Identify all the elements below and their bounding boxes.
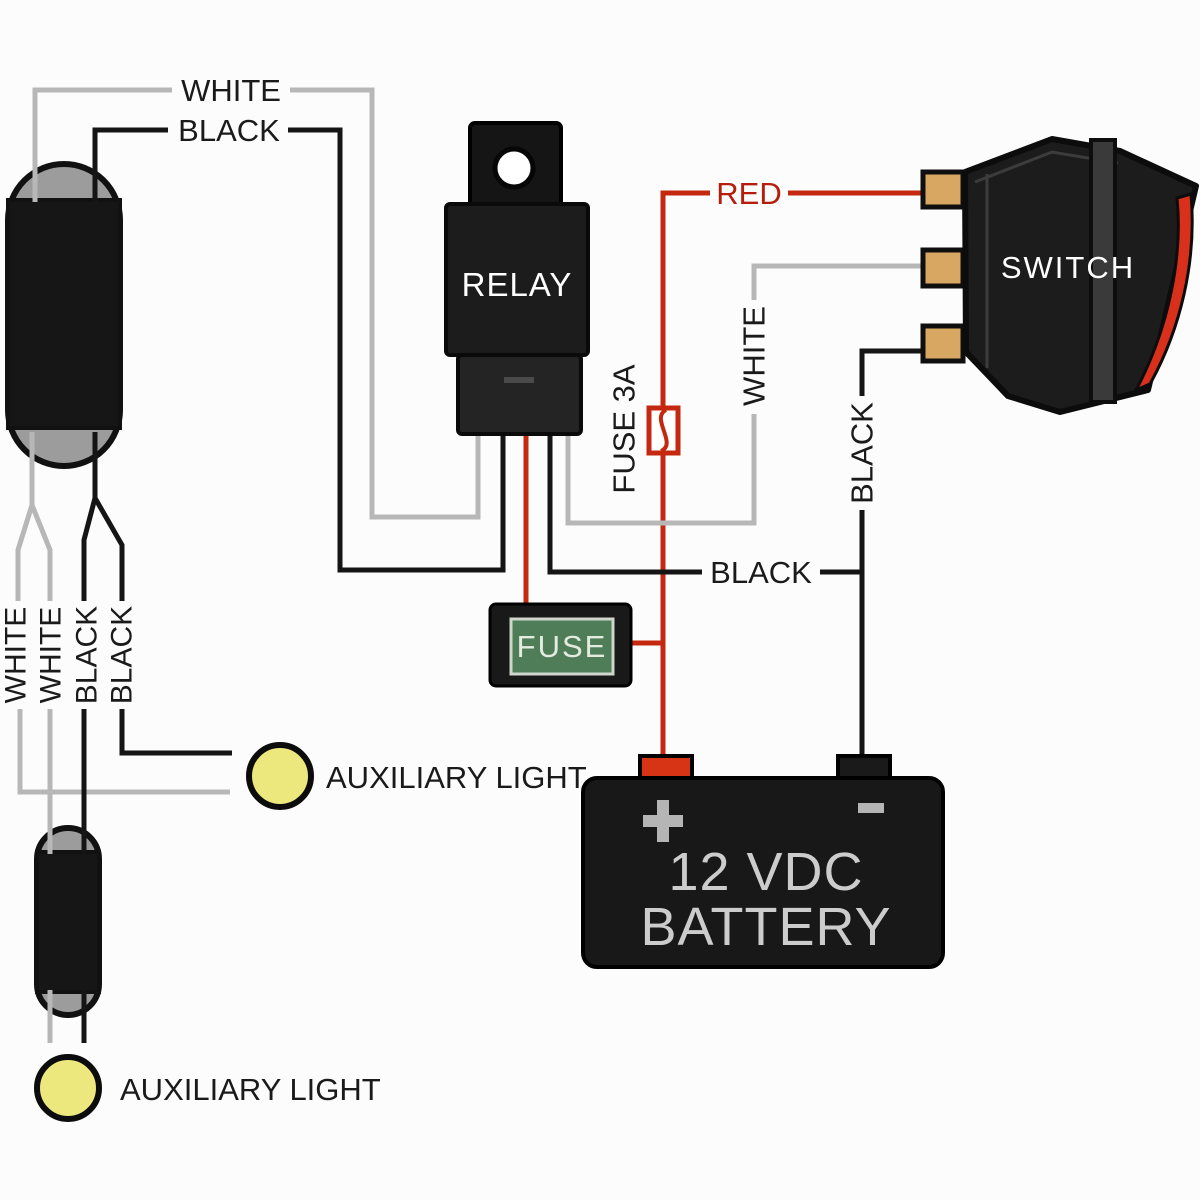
wire-loom-upper — [5, 161, 123, 469]
aux-light-bottom-label: AUXILIARY LIGHT — [120, 1072, 381, 1107]
battery-name: BATTERY — [640, 897, 891, 957]
aux-light-right-label: AUXILIARY LIGHT — [326, 760, 587, 795]
aux-light-bottom-lamp — [34, 1054, 102, 1122]
inline-fuse-symbol — [646, 405, 681, 456]
white-wire-to-relay — [290, 87, 481, 520]
switch-red-lens — [1132, 192, 1194, 394]
relay: RELAY — [444, 121, 590, 436]
relay-wires — [32, 87, 928, 607]
fuse-holder-label: FUSE — [517, 629, 608, 664]
white-stem-right-split — [29, 504, 53, 601]
black-ground-from-relay — [547, 434, 702, 575]
battery-minus-mark — [858, 803, 884, 813]
wire-label-inline-fuse: FUSE 3A — [607, 364, 642, 494]
switch-ground-wire — [859, 348, 928, 760]
switch-terminal-bottom — [920, 323, 966, 364]
wire-label-top-white: WHITE — [181, 73, 281, 108]
black-wire-switch-segment — [859, 348, 928, 396]
harness-label-white-1: WHITE — [0, 607, 33, 704]
relay-label: RELAY — [462, 266, 573, 303]
wire-label-top-black: BLACK — [178, 113, 280, 148]
harness-label-white-2: WHITE — [35, 607, 68, 704]
wire-label-switch-white: WHITE — [737, 306, 772, 406]
fuse-holder-window — [509, 617, 615, 676]
switch-label: SWITCH — [1001, 250, 1135, 285]
switch-terminal-middle — [920, 247, 966, 289]
white-branch-to-right-light — [17, 709, 230, 795]
loom-upper-body — [6, 198, 122, 430]
inline-fuse-outline — [646, 405, 681, 456]
battery: 12 VDC BATTERY — [581, 754, 945, 969]
switch-terminal-top — [920, 169, 966, 210]
white-stem-left-split — [15, 432, 35, 601]
wire-label-switch-black: BLACK — [845, 402, 880, 504]
red-power-wire — [628, 190, 928, 760]
relay-socket-notch — [504, 377, 534, 383]
wire-label-middle-black: BLACK — [710, 555, 812, 590]
black-branch-to-right-light — [119, 709, 232, 756]
battery-plus-mark-bar — [643, 815, 683, 827]
battery-voltage: 12 VDC — [668, 842, 863, 902]
black-wire-to-relay — [288, 127, 506, 573]
rocker-switch: SWITCH — [920, 136, 1199, 415]
relay-socket — [456, 353, 583, 436]
harness-wires — [15, 432, 232, 1043]
white-trigger-upper — [751, 263, 928, 300]
loom-lower-body — [35, 850, 101, 994]
harness-label-black-1: BLACK — [71, 606, 104, 704]
inline-fuse-element — [658, 408, 669, 453]
aux-light-bottom: AUXILIARY LIGHT — [34, 1054, 381, 1122]
white-wire-label-left — [32, 87, 172, 202]
relay-mount-hole — [492, 146, 536, 190]
wire-loom-lower — [34, 825, 102, 1018]
harness-label-black-2: BLACK — [106, 606, 139, 704]
black-stem-right-split — [92, 496, 125, 601]
fuse-holder: FUSE — [488, 602, 633, 688]
aux-light-right: AUXILIARY LIGHT — [246, 742, 587, 810]
black-stem-left-split — [81, 432, 98, 601]
wire-label-red: RED — [716, 176, 781, 211]
aux-light-right-lamp — [246, 742, 314, 810]
switch-body — [962, 136, 1199, 415]
white-trigger-lower — [565, 414, 757, 526]
red-wire-upper-segment — [660, 190, 710, 410]
switch-rocker-bar — [1089, 138, 1117, 404]
black-wire-label-left — [92, 127, 168, 202]
